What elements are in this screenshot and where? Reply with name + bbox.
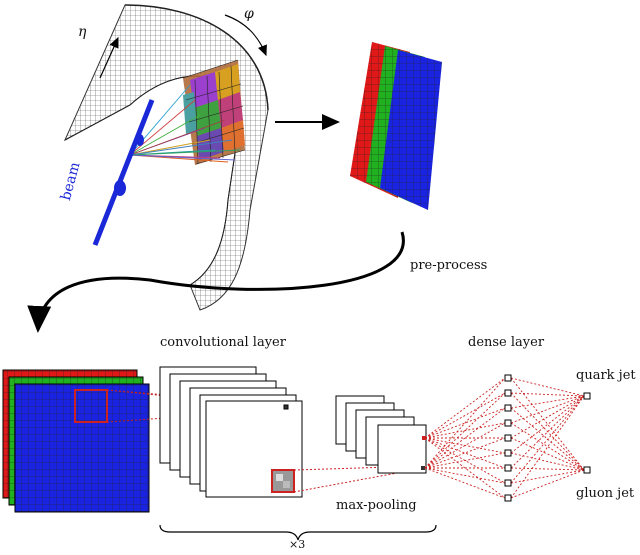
output-nodes bbox=[583, 392, 591, 474]
dense-node bbox=[504, 434, 512, 442]
pre-process-arrow bbox=[27, 231, 405, 333]
cylinder-edge bbox=[124, 4, 269, 111]
phi-arrow bbox=[224, 14, 267, 57]
pool-feature-map bbox=[377, 424, 427, 474]
conv-receptive-field bbox=[74, 389, 108, 423]
eta-label: η bbox=[78, 24, 87, 40]
energy-deposit-cells bbox=[182, 59, 246, 165]
dense-node bbox=[504, 449, 512, 457]
dense-node bbox=[504, 374, 512, 382]
max-pooling-label: max-pooling bbox=[336, 498, 417, 513]
dense-node bbox=[504, 479, 512, 487]
quark-jet-label: quark jet bbox=[576, 368, 636, 383]
dense-layer-nodes bbox=[504, 374, 512, 502]
calorimeter-cylinder bbox=[63, 4, 269, 311]
pooling-layer-stack bbox=[335, 395, 427, 474]
jet-image-stack bbox=[350, 42, 442, 210]
gluon-jet-label: gluon jet bbox=[576, 486, 635, 501]
dense-node bbox=[504, 404, 512, 412]
quark-output-node bbox=[583, 392, 591, 400]
repeat-label: ×3 bbox=[289, 538, 306, 551]
input-image-stack bbox=[2, 369, 150, 513]
eta-arrow bbox=[99, 36, 119, 79]
dense-node bbox=[504, 389, 512, 397]
conv-layer-stack bbox=[159, 366, 303, 498]
repeat-brace bbox=[159, 524, 437, 541]
pool-to-dense-connections bbox=[424, 377, 506, 499]
dense-node bbox=[504, 464, 512, 472]
gluon-output-node bbox=[583, 466, 591, 474]
dense-to-output-connections bbox=[510, 377, 585, 499]
dense-layer-label: dense layer bbox=[468, 335, 545, 350]
pre-process-label: pre-process bbox=[410, 258, 488, 273]
dense-node bbox=[504, 419, 512, 427]
phi-label: φ bbox=[244, 6, 254, 22]
convolutional-layer-label: convolutional layer bbox=[160, 335, 286, 350]
beam-pipe bbox=[92, 99, 155, 246]
dense-node bbox=[504, 494, 512, 502]
